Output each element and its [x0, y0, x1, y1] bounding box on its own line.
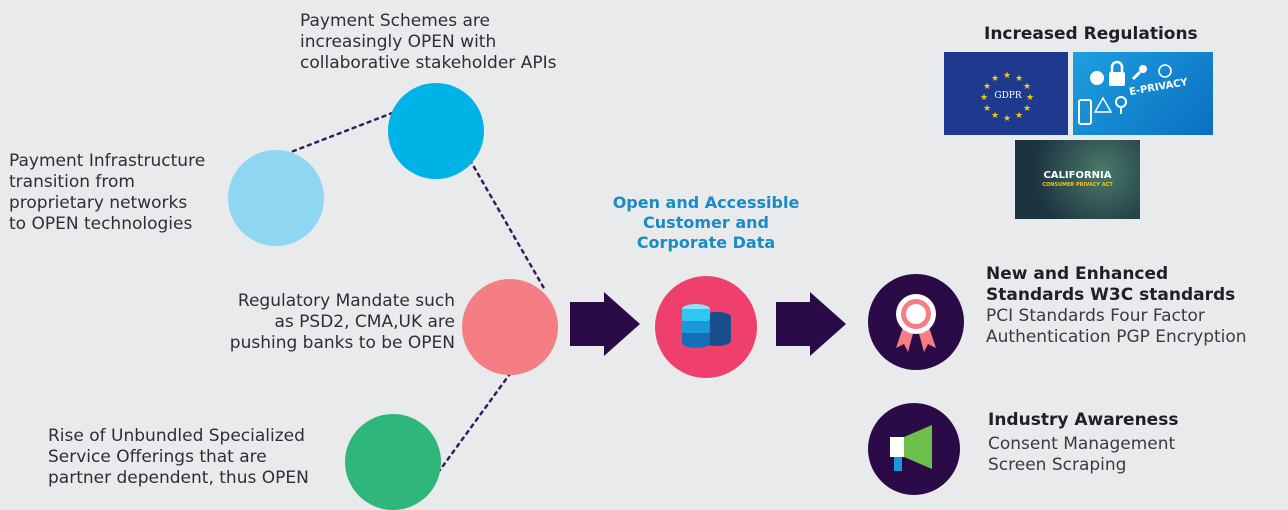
connector-infrastructure-schemes — [276, 108, 402, 159]
svg-text:★: ★ — [1026, 93, 1034, 103]
unbundled-services-text: Rise of Unbundled Specialized Service Of… — [48, 426, 309, 488]
arrow-right-icon — [776, 292, 846, 356]
payment-infrastructure-text: Payment Infrastructure transition from p… — [9, 151, 206, 234]
privacy-icons — [1078, 60, 1172, 125]
gdpr-badge: ★★★ ★★★ ★★★ ★★★ GDPR — [944, 52, 1068, 135]
svg-text:★: ★ — [1023, 82, 1031, 92]
ccpa-badge: CALIFORNIA CONSUMER PRIVACY ACT — [1015, 140, 1140, 219]
megaphone-icon — [890, 425, 932, 471]
svg-text:★: ★ — [1003, 71, 1011, 81]
unbundled-services-circle — [345, 414, 441, 510]
ccpa-title: CALIFORNIA — [1043, 170, 1112, 181]
regulatory-mandate-text: Regulatory Mandate such as PSD2, CMA,UK … — [229, 291, 455, 353]
svg-text:★: ★ — [983, 104, 991, 114]
svg-text:★: ★ — [980, 93, 988, 103]
svg-text:★: ★ — [983, 82, 991, 92]
payment-schemes-text: Payment Schemes are increasingly OPEN wi… — [300, 11, 557, 73]
svg-text:★: ★ — [1023, 104, 1031, 114]
regulatory-mandate-circle — [462, 279, 558, 375]
center-title: Open and Accessible Customer and Corpora… — [612, 193, 800, 252]
awareness-title: Industry Awareness — [988, 410, 1179, 430]
ccpa-subtitle: CONSUMER PRIVACY ACT — [1042, 182, 1113, 188]
svg-text:★: ★ — [991, 74, 999, 84]
payment-schemes-circle — [388, 83, 484, 179]
standards-body: PCI Standards Four Factor Authentication… — [986, 306, 1247, 347]
standards-title: New and Enhanced Standards W3C standards — [986, 264, 1236, 305]
svg-text:★: ★ — [1015, 111, 1023, 121]
connector-mandate-unbundled — [438, 358, 522, 472]
svg-text:★: ★ — [1003, 114, 1011, 124]
regulations-title: Increased Regulations — [984, 24, 1198, 44]
award-ribbon-icon — [896, 294, 936, 352]
connector-schemes-mandate — [468, 158, 547, 292]
svg-text:★: ★ — [991, 111, 999, 121]
gdpr-label: GDPR — [994, 91, 1022, 101]
eu-stars-icon: ★★★ ★★★ ★★★ ★★★ — [980, 71, 1034, 124]
payment-infrastructure-circle — [228, 150, 324, 246]
awareness-body: Consent Management Screen Scraping — [988, 434, 1176, 475]
arrow-right-icon — [570, 292, 640, 356]
svg-text:★: ★ — [1015, 74, 1023, 84]
database-icon — [682, 304, 731, 348]
eprivacy-badge: E-PRIVACY — [1073, 52, 1213, 135]
